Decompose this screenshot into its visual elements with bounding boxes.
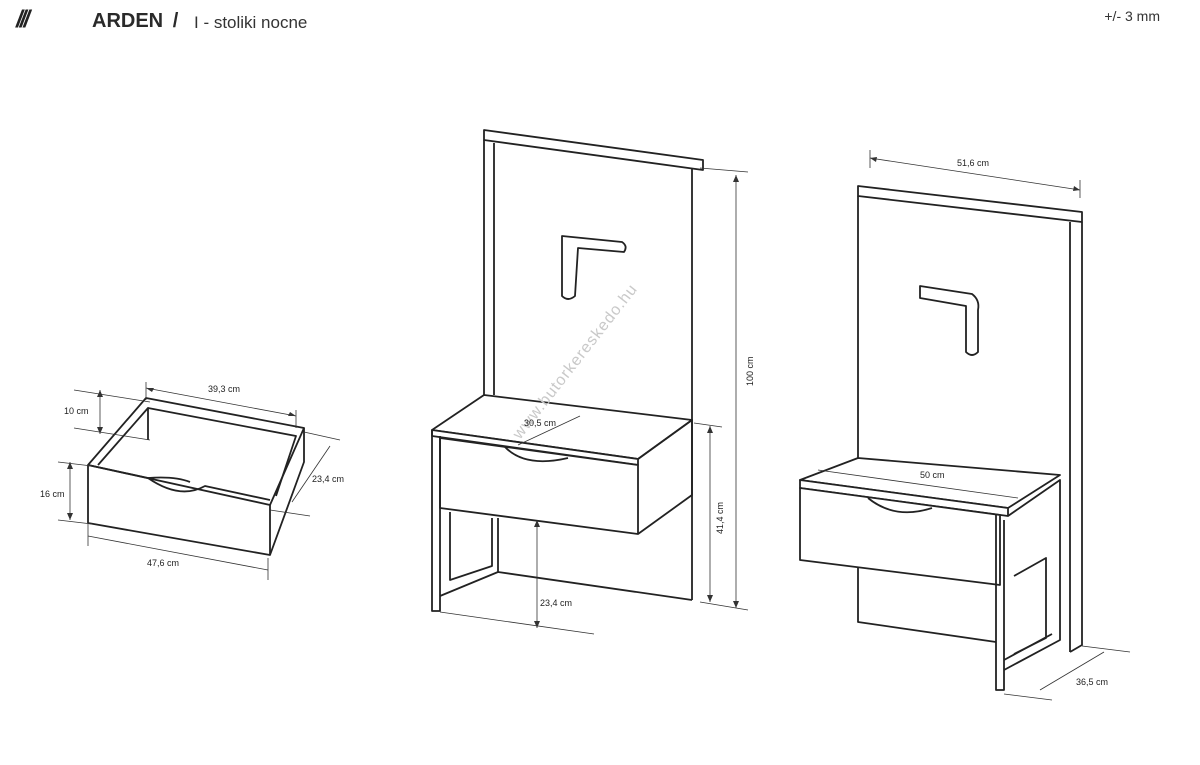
brand-logo: /// (16, 6, 30, 33)
front-shelf-side (637, 419, 693, 535)
dim-front-drawer-inner-depth: 30,5 cm (524, 418, 556, 428)
side-hanger-slot (919, 285, 980, 356)
side-drawer-face (799, 487, 1001, 586)
drawer-handle-inner (147, 476, 191, 483)
front-hanger-slot (561, 235, 627, 300)
front-leg-inner (449, 512, 493, 581)
front-drawer-handle (504, 446, 569, 463)
dim-drawer-height-inner: 10 cm (64, 406, 89, 416)
dim-side-total-width: 51,6 cm (957, 158, 989, 168)
dim-drawer-depth: 23,4 cm (312, 474, 344, 484)
page-title: ARDEN / (92, 10, 178, 33)
dim-drawer-height-front: 16 cm (40, 489, 65, 499)
front-left-leg (431, 430, 441, 612)
side-lower-panel (857, 568, 997, 643)
page-subtitle: I - stoliki nocne (194, 13, 308, 32)
nightstand-side-view (799, 185, 1083, 691)
drawer-top-edge (87, 397, 305, 506)
front-leg-rail (439, 518, 499, 597)
drawer-illustration (87, 397, 305, 556)
drawer-inner-back (147, 407, 297, 497)
tolerance-note: +/- 3 mm (1104, 8, 1160, 24)
side-top-cap (857, 185, 1083, 223)
nightstand-front-view (431, 129, 704, 612)
drawer-right-side (269, 428, 305, 556)
dim-side-depth: 36,5 cm (1076, 677, 1108, 687)
dim-drawer-width-top: 39,3 cm (208, 384, 240, 394)
dim-drawer-width-front: 47,6 cm (147, 558, 179, 568)
front-back-floor (497, 571, 693, 601)
header: /// ARDEN / I - stoliki nocne +/- 3 mm (0, 0, 1200, 44)
side-leg-frame (1003, 479, 1061, 671)
dim-front-total-height: 100 cm (745, 356, 755, 386)
side-back-panel-edge (1069, 222, 1083, 653)
side-drawer-handle (867, 497, 933, 514)
title-text: ARDEN (92, 10, 164, 32)
title-separator: / (172, 10, 179, 32)
dim-front-top-height: 41,4 cm (715, 502, 725, 534)
front-top-cap (483, 129, 704, 171)
drawer-inner-left (97, 407, 149, 466)
side-right-leg (995, 515, 1005, 691)
dim-front-leg-height: 23,4 cm (540, 598, 572, 608)
dim-side-shelf-width: 50 cm (920, 470, 945, 480)
side-leg-rail (1003, 633, 1053, 661)
